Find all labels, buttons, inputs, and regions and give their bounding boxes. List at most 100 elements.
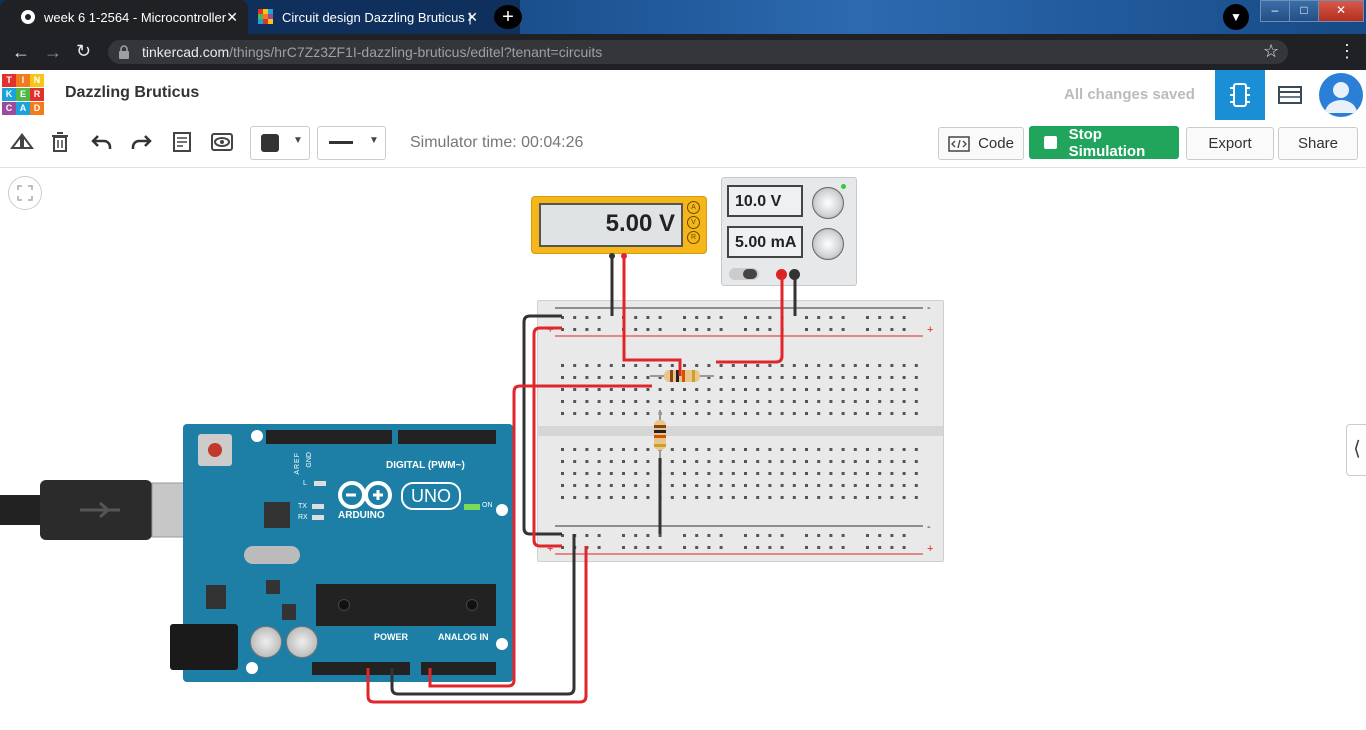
logo-letter: T bbox=[2, 74, 16, 87]
url-text[interactable]: tinkercad.com/things/hrC7Zz3ZF1I-dazzlin… bbox=[142, 44, 602, 60]
close-tab-icon[interactable]: ✕ bbox=[466, 9, 478, 25]
lock-icon bbox=[119, 45, 129, 59]
led-rx bbox=[312, 515, 324, 520]
simulator-time: Simulator time: 00:04:26 bbox=[410, 134, 584, 151]
digital-header-right[interactable] bbox=[398, 430, 496, 444]
rotate-icon[interactable] bbox=[7, 128, 35, 156]
uno-badge: UNO bbox=[401, 482, 461, 510]
analog-in-label: ANALOG IN bbox=[438, 632, 489, 642]
stop-label: Stop Simulation bbox=[1068, 125, 1146, 160]
breadboard-holes bbox=[537, 307, 943, 555]
power-header[interactable] bbox=[312, 662, 410, 675]
dc-power-jack[interactable] bbox=[170, 624, 238, 670]
digital-pwm-label: DIGITAL (PWM~) bbox=[386, 460, 465, 471]
psu-positive-terminal[interactable] bbox=[776, 269, 787, 280]
digital-header-left[interactable] bbox=[266, 430, 392, 444]
side-panel-toggle-icon[interactable]: ⟨ bbox=[1346, 424, 1366, 476]
bookmark-star-icon[interactable]: ☆ bbox=[1263, 41, 1280, 61]
back-icon[interactable]: ← bbox=[12, 42, 30, 62]
psu-current-display: 5.00 mA bbox=[727, 226, 803, 258]
mounting-hole bbox=[496, 638, 508, 650]
close-tab-icon[interactable]: ✕ bbox=[226, 9, 238, 25]
stop-square-icon bbox=[1044, 136, 1057, 149]
new-tab-button[interactable]: + bbox=[494, 5, 522, 29]
forward-icon[interactable]: → bbox=[44, 42, 62, 62]
current-knob[interactable] bbox=[812, 228, 844, 260]
power-label: POWER bbox=[374, 632, 409, 642]
logo-letter: K bbox=[2, 88, 16, 101]
mounting-hole bbox=[496, 504, 508, 516]
eye-visibility-icon[interactable] bbox=[208, 128, 236, 156]
tab-circuit-design[interactable]: Circuit design Dazzling Bruticus | ✕ bbox=[248, 0, 488, 34]
logo-letter: D bbox=[30, 102, 44, 115]
resistor-vertical[interactable] bbox=[650, 410, 670, 458]
chevron-down-icon: ▼ bbox=[369, 135, 379, 146]
logo-letter: R bbox=[30, 88, 44, 101]
chevron-down-icon: ▼ bbox=[293, 135, 303, 146]
user-icon bbox=[1325, 82, 1357, 113]
globe-icon bbox=[21, 10, 35, 24]
close-window-icon[interactable]: ✕ bbox=[1318, 0, 1364, 22]
usb-chip bbox=[264, 502, 290, 528]
cv-indicator bbox=[841, 184, 846, 189]
circuit-chip-icon bbox=[1230, 83, 1250, 107]
code-button[interactable]: Code bbox=[938, 127, 1024, 160]
tab-microcontroller[interactable]: week 6 1-2564 - Microcontroller ✕ bbox=[0, 0, 248, 34]
rail-minus-label: - bbox=[927, 521, 931, 533]
wire-line-icon bbox=[329, 141, 353, 144]
tinkercad-favicon-icon bbox=[258, 9, 273, 24]
logo-letter: I bbox=[16, 74, 30, 87]
fit-view-icon bbox=[17, 185, 33, 201]
capacitor bbox=[286, 626, 318, 658]
delete-trash-icon[interactable] bbox=[46, 128, 74, 156]
reset-button[interactable] bbox=[198, 434, 232, 466]
mode-v[interactable]: V bbox=[687, 216, 700, 229]
tab-search-icon[interactable]: ▼ bbox=[1223, 4, 1249, 30]
url-domain: tinkercad.com bbox=[142, 44, 230, 60]
minimize-icon[interactable]: – bbox=[1260, 0, 1290, 22]
redo-icon[interactable] bbox=[127, 128, 155, 156]
reset-button-cap bbox=[208, 443, 222, 457]
user-avatar[interactable] bbox=[1319, 73, 1363, 117]
psu-voltage-display: 10.0 V bbox=[727, 185, 803, 217]
psu-power-switch[interactable] bbox=[729, 268, 759, 280]
tab-title: Circuit design Dazzling Bruticus | bbox=[282, 9, 472, 25]
tab-title: week 6 1-2564 - Microcontroller bbox=[44, 9, 227, 25]
logo-letter: C bbox=[2, 102, 16, 115]
mode-a[interactable]: A bbox=[687, 201, 700, 214]
analog-header[interactable] bbox=[421, 662, 496, 675]
multimeter-display bbox=[539, 203, 683, 247]
stop-simulation-button[interactable]: Stop Simulation bbox=[1029, 125, 1179, 160]
crystal-oscillator bbox=[244, 546, 300, 564]
voltage-knob[interactable] bbox=[812, 187, 844, 219]
rail-plus-label: + bbox=[547, 324, 554, 336]
rail-plus-label: + bbox=[927, 543, 934, 555]
fill-color-dropdown[interactable]: ▼ bbox=[250, 126, 310, 160]
power-on-led bbox=[464, 504, 480, 510]
export-button[interactable]: Export bbox=[1186, 127, 1274, 160]
maximize-icon[interactable]: □ bbox=[1289, 0, 1319, 22]
menu-kebab-icon[interactable]: ⋮ bbox=[1338, 41, 1356, 61]
psu-negative-terminal[interactable] bbox=[789, 269, 800, 280]
circuit-view-button[interactable] bbox=[1215, 70, 1265, 120]
notes-icon[interactable] bbox=[168, 128, 196, 156]
led-tx bbox=[312, 504, 324, 509]
led-l-label: L bbox=[303, 480, 307, 487]
led-l bbox=[314, 481, 326, 486]
table-list-icon bbox=[1278, 86, 1302, 104]
resistor-horizontal[interactable] bbox=[650, 365, 714, 387]
project-title[interactable]: Dazzling Bruticus bbox=[65, 84, 200, 101]
component-list-button[interactable] bbox=[1265, 70, 1315, 120]
omnibox[interactable] bbox=[108, 40, 1288, 64]
rail-plus-label: + bbox=[927, 324, 934, 336]
capacitor bbox=[250, 626, 282, 658]
led-tx-label: TX bbox=[298, 503, 307, 510]
share-button[interactable]: Share bbox=[1278, 127, 1358, 160]
undo-icon[interactable] bbox=[88, 128, 116, 156]
wire-style-dropdown[interactable]: ▼ bbox=[317, 126, 386, 160]
reload-icon[interactable]: ↻ bbox=[76, 41, 92, 61]
mode-r[interactable]: R bbox=[687, 231, 700, 244]
multimeter-reading: 5.00 V bbox=[605, 210, 675, 237]
fit-view-button[interactable] bbox=[8, 176, 42, 210]
